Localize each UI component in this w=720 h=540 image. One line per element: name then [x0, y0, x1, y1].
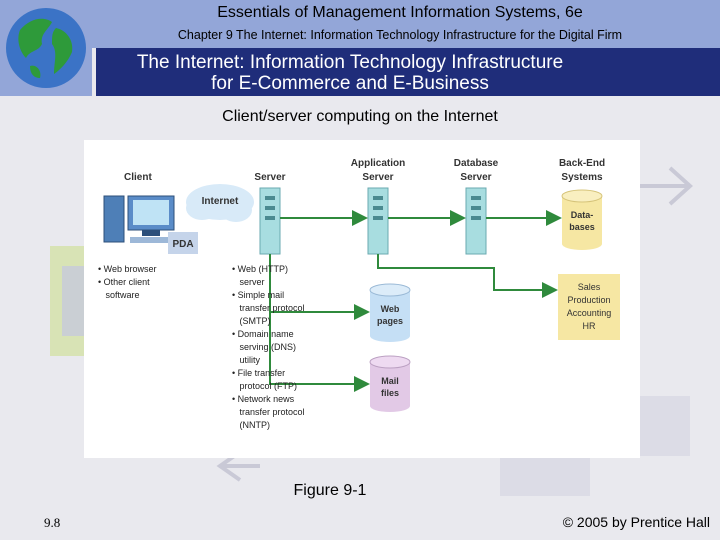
client-bullet-3: software — [98, 290, 140, 300]
mail-files-label-1: Mail — [381, 376, 399, 386]
backend-label-1: Back-End — [559, 158, 605, 169]
diagram-canvas: Client Server Application Server Databas… — [98, 158, 620, 430]
backend-item-sales: Sales — [578, 282, 601, 292]
web-pages-label-2: pages — [377, 316, 403, 326]
server-bullet-3: • Simple mail — [232, 290, 284, 300]
client-bullet-1: • Web browser — [98, 264, 157, 274]
databases-label-2: bases — [569, 222, 595, 232]
server-bullet-13: (NNTP) — [232, 420, 270, 430]
topic-banner — [96, 48, 720, 96]
internet-label: Internet — [202, 196, 239, 207]
topic-banner-text: The Internet: Information Technology Inf… — [110, 52, 590, 94]
server-label: Server — [254, 172, 285, 183]
database-server-icon — [465, 187, 487, 255]
backend-item-hr: HR — [583, 321, 596, 331]
web-server-icon — [259, 187, 281, 255]
pda-label: PDA — [172, 239, 193, 250]
client-computer-icon — [103, 195, 176, 243]
db-server-label-1: Database — [454, 158, 499, 169]
server-bullet-11: • Network news — [232, 394, 295, 404]
web-pages-label-1: Web — [381, 304, 400, 314]
arrow-server-to-mail-files — [269, 312, 370, 392]
server-bullet-12: transfer protocol — [232, 407, 305, 417]
server-bullet-9: • File transfer — [232, 368, 285, 378]
databases-icon — [561, 189, 603, 250]
app-server-label-1: Application — [351, 158, 405, 169]
backend-systems-box — [558, 274, 620, 340]
banner-line-1: The Internet: Information Technology Inf… — [136, 52, 564, 73]
pda-box — [168, 232, 198, 254]
arrow-app-to-backend — [377, 254, 558, 298]
backend-item-production: Production — [567, 295, 610, 305]
slide-number: 9.8 — [44, 515, 61, 530]
mail-files-label-2: files — [381, 388, 399, 398]
figure-number: Figure 9-1 — [293, 482, 367, 499]
server-bullet-8: utility — [232, 355, 261, 365]
mail-files-icon — [369, 355, 411, 412]
client-label: Client — [124, 172, 152, 183]
client-server-diagram: Client Server Application Server Databas… — [84, 140, 640, 458]
globe-icon — [0, 0, 92, 96]
internet-cloud-icon — [186, 184, 254, 222]
server-bullet-10: protocol (FTP) — [232, 381, 297, 391]
server-bullet-6: • Domain name — [232, 329, 294, 339]
web-pages-icon — [369, 283, 411, 342]
server-bullet-1: • Web (HTTP) — [232, 264, 288, 274]
backend-item-accounting: Accounting — [567, 308, 612, 318]
server-bullet-5: (SMTP) — [232, 316, 271, 326]
databases-label-1: Data- — [571, 210, 594, 220]
client-bullet-2: • Other client — [98, 277, 150, 287]
banner-line-2: for E-Commerce and E-Business — [211, 73, 489, 94]
db-server-label-2: Server — [460, 172, 491, 183]
slide-header — [0, 0, 720, 48]
server-bullet-7: serving (DNS) — [232, 342, 296, 352]
app-server-label-2: Server — [362, 172, 393, 183]
application-server-icon — [367, 187, 389, 255]
server-bullet-4: transfer protocol — [232, 303, 305, 313]
backend-label-2: Systems — [561, 172, 603, 183]
slide-title: Essentials of Management Information Sys… — [217, 4, 583, 21]
slide-subtitle: Chapter 9 The Internet: Information Tech… — [177, 28, 623, 42]
server-bullet-2: server — [232, 277, 265, 287]
figure-title: Client/server computing on the Internet — [222, 108, 498, 125]
copyright-notice: © 2005 by Prentice Hall — [562, 514, 710, 530]
